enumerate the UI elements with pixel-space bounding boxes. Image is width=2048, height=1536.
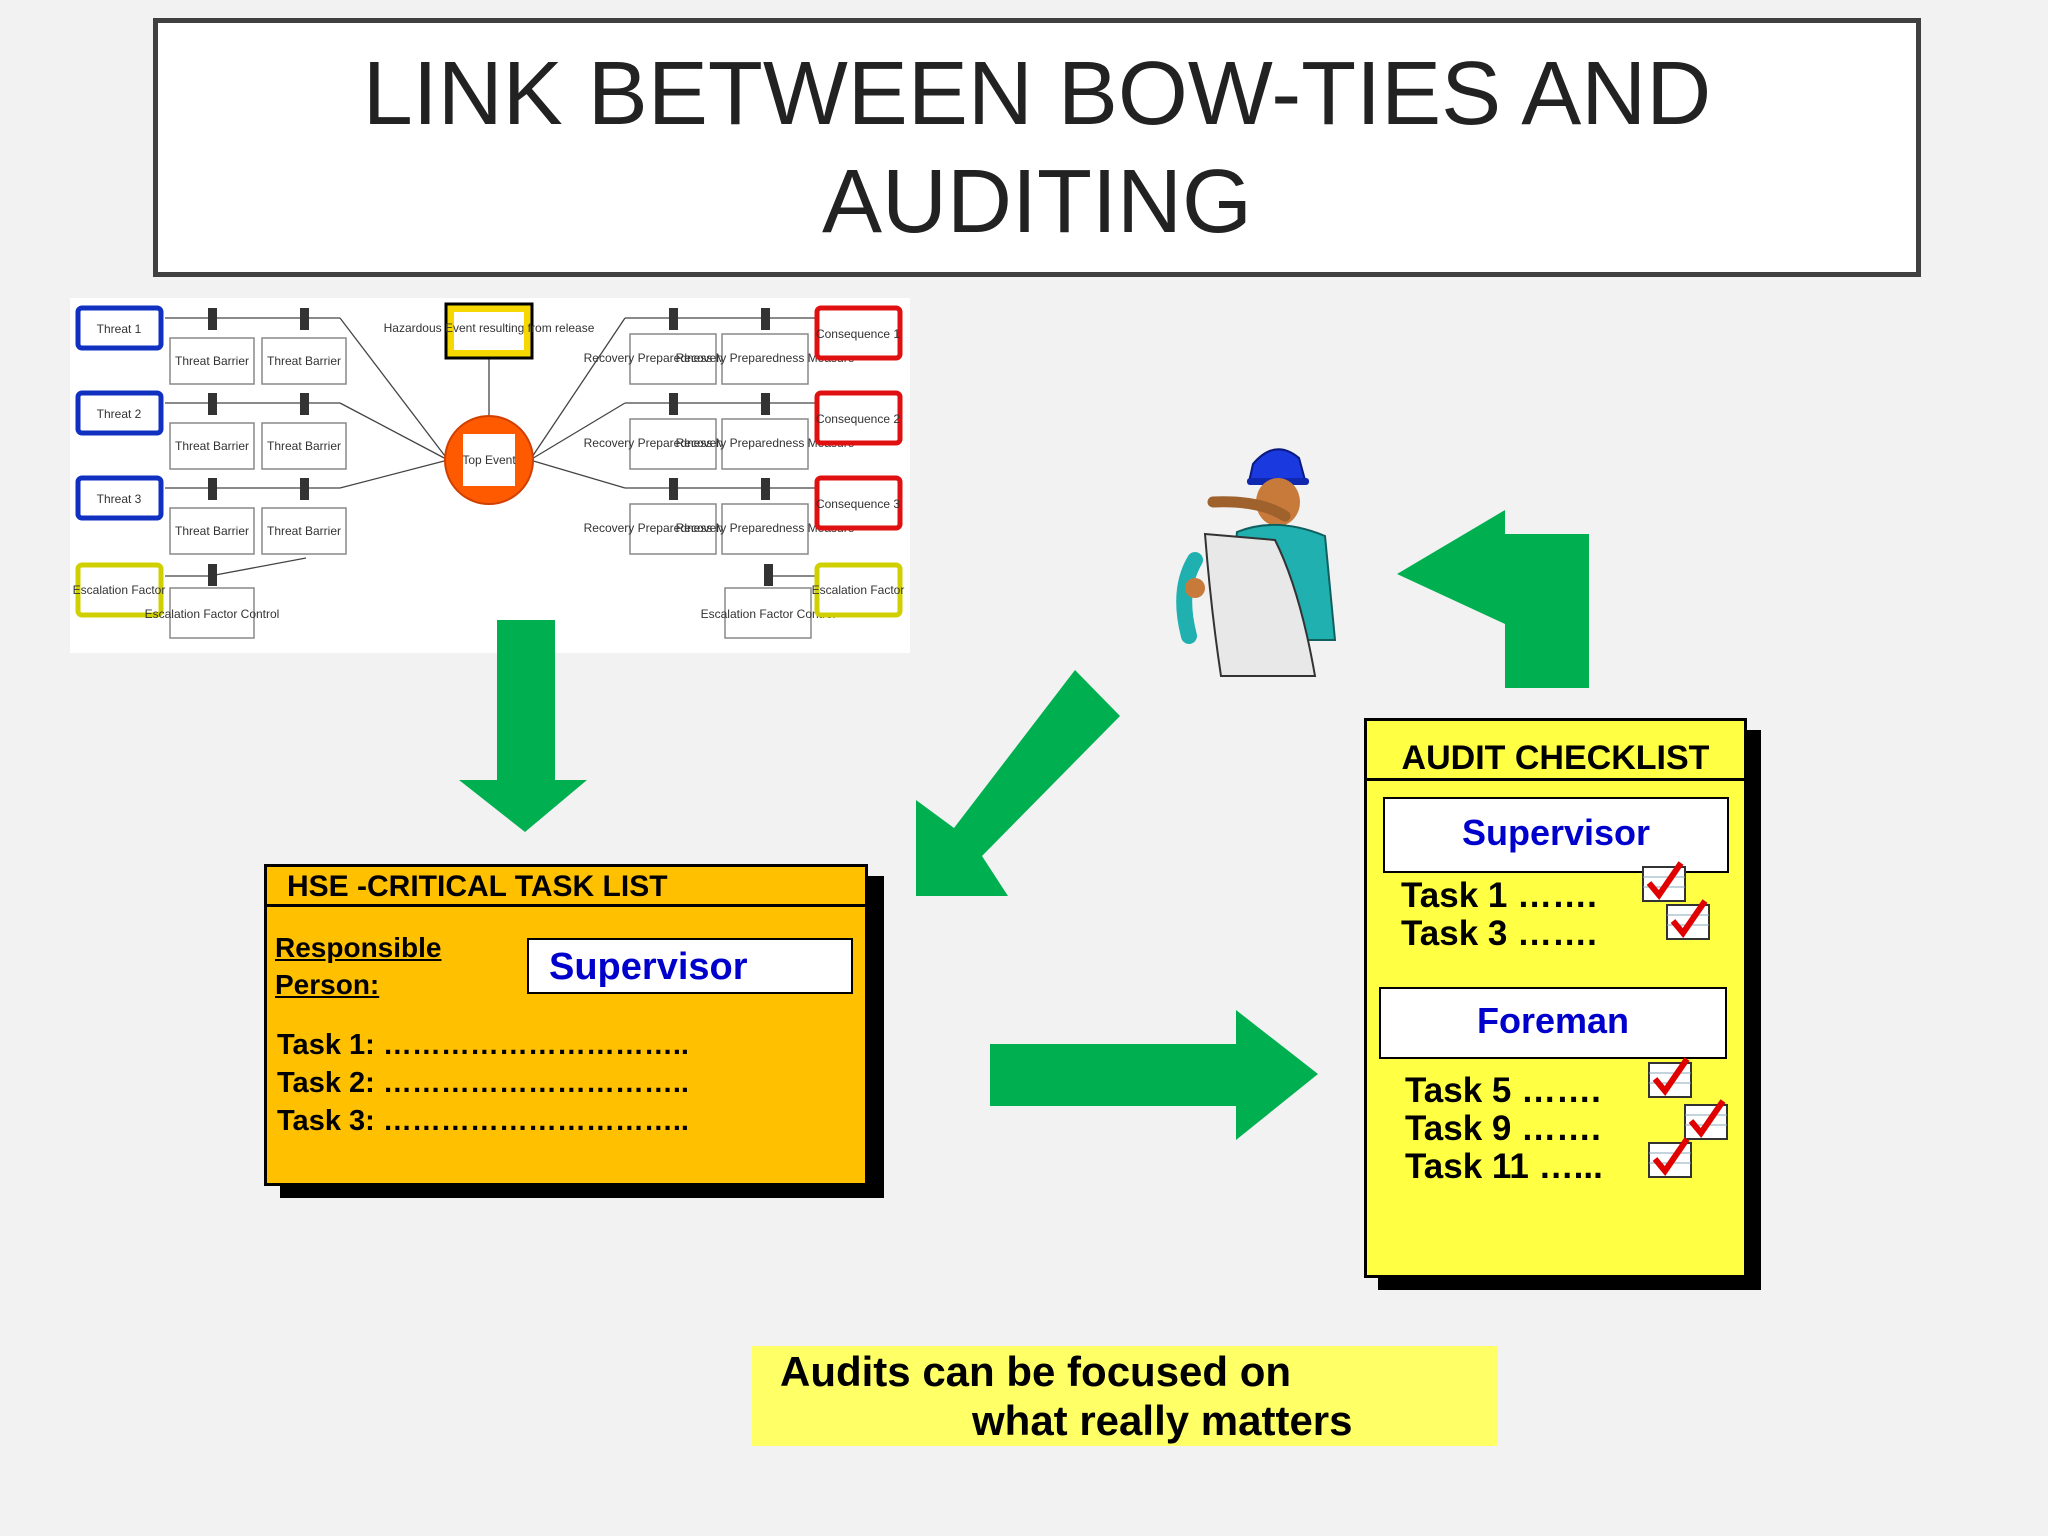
- audit-role-supervisor: Supervisor: [1383, 797, 1729, 873]
- consequence-boxes: Consequence 1 Consequence 2 Consequence …: [812, 305, 905, 618]
- threat-barrier-3a: Threat Barrier: [175, 524, 249, 538]
- consequence-1-label: Consequence 1: [816, 327, 900, 341]
- top-event-label: Top Event: [462, 453, 516, 467]
- threat-barrier-3b: Threat Barrier: [267, 524, 341, 538]
- threat-1-label: Threat 1: [97, 322, 142, 336]
- checkmark-icon: [1642, 861, 1686, 902]
- escalation-factor-right-label: Escalation Factor: [812, 583, 905, 597]
- audits-note-line2: what really matters: [972, 1397, 1353, 1444]
- responsible-label-line2: Person:: [275, 969, 380, 1000]
- audit-checklist-header: AUDIT CHECKLIST: [1367, 721, 1744, 781]
- escalation-factor-left-label: Escalation Factor: [73, 583, 166, 597]
- checkmark-icon: [1684, 1099, 1728, 1140]
- bowtie-lines: [165, 317, 815, 577]
- hazard-label: Hazardous Event resulting from release: [384, 321, 595, 335]
- escalation-factor-right-box: [814, 562, 903, 618]
- recovery-measure-3a: Recovery Preparedness Measure: [584, 521, 763, 535]
- arrow-down: [459, 620, 587, 832]
- threat-1-box: [75, 305, 164, 351]
- recovery-measures: Recovery Preparedness Measure Recovery P…: [584, 308, 855, 639]
- hse-task-2: Task 2: …………………………..: [277, 1067, 689, 1099]
- threat-barrier-1b: Threat Barrier: [267, 354, 341, 368]
- threat-barriers: Threat Barrier Threat Barrier Threat Bar…: [145, 308, 347, 639]
- escalation-factor-control-right: Escalation Factor Control: [701, 607, 836, 621]
- title-box: LINK BETWEEN BOW-TIES AND AUDITING: [153, 18, 1921, 277]
- escalation-factor-control-left: Escalation Factor Control: [145, 607, 280, 621]
- arrow-up-left: [1397, 510, 1589, 688]
- audit-task-3: Task 3 …….: [1401, 914, 1597, 953]
- audit-checklist: AUDIT CHECKLIST Supervisor Task 1 ……. Ta…: [1364, 718, 1747, 1278]
- slide-title: LINK BETWEEN BOW-TIES AND AUDITING: [362, 43, 1712, 252]
- recovery-measure-1a: Recovery Preparedness Measure: [584, 351, 763, 365]
- audit-task-9: Task 9 …….: [1405, 1109, 1601, 1148]
- worker-figure: [1176, 448, 1337, 677]
- hard-hat-icon: [1247, 448, 1307, 484]
- bowtie-diagram: Threat 1 Threat 2 Threat 3 Escalation Fa…: [70, 298, 910, 653]
- responsible-label-line1: Responsible: [275, 932, 442, 963]
- hse-task-list-header: HSE -CRITICAL TASK LIST: [267, 867, 865, 907]
- consequence-3-label: Consequence 3: [816, 497, 900, 511]
- threat-2-label: Threat 2: [97, 407, 142, 421]
- audit-role-foreman: Foreman: [1379, 987, 1727, 1059]
- recovery-measure-2b: Recovery Preparedness Measure: [676, 436, 855, 450]
- threat-barrier-2a: Threat Barrier: [175, 439, 249, 453]
- hse-task-1: Task 1: …………………………..: [277, 1029, 689, 1061]
- audits-note: Audits can be focused on what really mat…: [752, 1346, 1498, 1446]
- threat-barrier-2b: Threat Barrier: [267, 439, 341, 453]
- recovery-measure-3b: Recovery Preparedness Measure: [676, 521, 855, 535]
- responsible-person-value: Supervisor: [527, 938, 853, 994]
- audits-note-line1: Audits can be focused on: [780, 1348, 1292, 1395]
- consequence-2-box: [814, 390, 903, 446]
- consequence-2-label: Consequence 2: [816, 412, 900, 426]
- bowtie-svg: Threat 1 Threat 2 Threat 3 Escalation Fa…: [73, 302, 905, 639]
- recovery-measure-1b: Recovery Preparedness Measure: [676, 351, 855, 365]
- consequence-1-box: [814, 305, 903, 361]
- threat-2-box: [75, 390, 164, 436]
- hse-task-3: Task 3: …………………………..: [277, 1105, 689, 1137]
- arrow-diagonal: [916, 670, 1120, 896]
- audit-task-5: Task 5 …….: [1405, 1071, 1601, 1110]
- hse-critical-task-list: HSE -CRITICAL TASK LIST Responsible Pers…: [264, 864, 868, 1186]
- checkmark-icon: [1666, 899, 1710, 940]
- blueprint-icon: [1203, 532, 1317, 677]
- consequence-3-box: [814, 475, 903, 531]
- threat-3-label: Threat 3: [97, 492, 142, 506]
- threat-boxes: Threat 1 Threat 2 Threat 3 Escalation Fa…: [73, 305, 166, 618]
- threat-barrier-1a: Threat Barrier: [175, 354, 249, 368]
- audit-task-11: Task 11 …...: [1405, 1147, 1603, 1186]
- checkmark-icon: [1648, 1057, 1692, 1098]
- recovery-measure-2a: Recovery Preparedness Measure: [584, 436, 763, 450]
- threat-3-box: [75, 475, 164, 521]
- escalation-factor-left-box: [75, 562, 164, 618]
- checkmark-icon: [1648, 1137, 1692, 1178]
- arrow-right: [990, 1010, 1318, 1140]
- audit-task-1: Task 1 …….: [1401, 876, 1597, 915]
- hazard-and-top-event: Hazardous Event resulting from release T…: [384, 302, 595, 505]
- responsible-person-label: Responsible Person:: [275, 929, 475, 1003]
